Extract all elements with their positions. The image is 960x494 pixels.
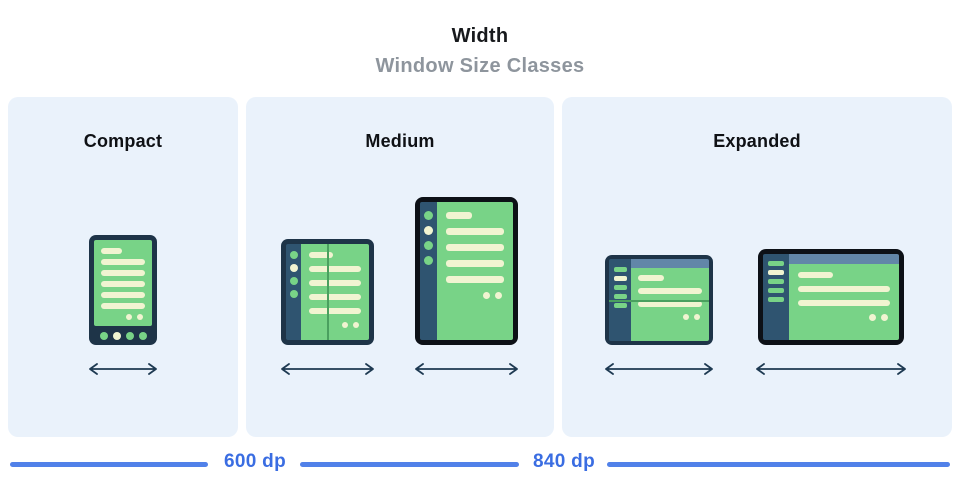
screen-main — [789, 254, 899, 340]
rail-item — [768, 288, 784, 293]
tablet-illustration — [415, 197, 518, 345]
width-arrow-icon — [415, 363, 518, 375]
rail-item — [768, 279, 784, 284]
rail-item — [768, 297, 784, 302]
content-line — [446, 260, 504, 267]
foldable-nav-rail — [286, 244, 301, 340]
panel-expanded-label: Expanded — [713, 131, 801, 151]
rail-item — [613, 303, 627, 308]
content-dot — [342, 322, 348, 328]
width-arrow-icon — [89, 363, 157, 375]
content-line — [101, 292, 145, 298]
content-line — [446, 276, 504, 283]
panel-expanded: Expanded — [562, 97, 952, 437]
tablet-screen — [437, 202, 513, 340]
content-line — [309, 280, 361, 286]
screen-main — [631, 259, 709, 341]
diagram-title: Width — [451, 25, 509, 47]
width-arrow-icon — [756, 363, 906, 375]
content-line — [798, 300, 890, 306]
tablet-landscape-illustration — [758, 249, 904, 345]
diagram-header: Width Window Size Classes — [0, 25, 960, 78]
axis-line-segment — [10, 462, 208, 467]
content-dots — [798, 314, 890, 321]
content-line — [309, 294, 361, 300]
breakpoint-600dp-label: 600 dp — [224, 451, 286, 472]
content-dot — [126, 314, 132, 320]
nav-dot — [125, 331, 134, 340]
panel-compact: Compact — [8, 97, 238, 437]
rail-dot — [424, 211, 433, 220]
rail-item — [613, 294, 627, 299]
diagram-subtitle: Window Size Classes — [375, 55, 585, 77]
content-line — [101, 303, 145, 309]
content-line — [638, 288, 702, 294]
phone-screen — [94, 240, 152, 326]
content-dot — [881, 314, 888, 321]
axis-line-segment — [300, 462, 519, 467]
rail-item — [613, 267, 627, 272]
content-line — [798, 272, 833, 278]
content-dot — [495, 292, 502, 299]
content-line — [446, 244, 504, 251]
app-topbar — [631, 259, 709, 268]
nav-dot — [99, 331, 108, 340]
content-line — [446, 228, 504, 235]
rail-item-active — [768, 270, 784, 275]
content-line — [798, 286, 890, 292]
panel-medium-label: Medium — [365, 131, 435, 151]
content-line — [638, 301, 702, 307]
content-line — [101, 248, 123, 254]
fold-seam — [609, 300, 709, 302]
content-line — [638, 275, 664, 281]
content-line — [446, 212, 473, 219]
tablet-nav-rail — [420, 202, 437, 340]
content-line — [309, 266, 361, 272]
content-line — [101, 281, 145, 287]
app-topbar — [789, 254, 899, 264]
width-arrow-icon — [605, 363, 713, 375]
content-dots — [101, 314, 145, 320]
screen-content — [789, 264, 899, 340]
content-dot — [137, 314, 143, 320]
rail-dot — [289, 290, 298, 298]
content-dot — [483, 292, 490, 299]
nav-dot — [138, 331, 147, 340]
rail-dot — [424, 256, 433, 265]
content-dot — [869, 314, 876, 321]
rail-item — [613, 285, 627, 290]
rail-dot — [289, 251, 298, 259]
rail-dot — [289, 277, 298, 285]
phone-illustration — [89, 235, 157, 345]
foldable-screen — [301, 244, 369, 340]
content-dots — [638, 314, 702, 320]
breakpoint-840dp-label: 840 dp — [533, 451, 595, 472]
rail-dot — [424, 241, 433, 250]
content-line — [309, 252, 333, 258]
width-arrow-icon — [281, 363, 374, 375]
phone-navbar — [94, 326, 152, 345]
content-line — [101, 270, 145, 276]
nav-rail — [763, 254, 789, 340]
content-dot — [683, 314, 689, 320]
panel-compact-label: Compact — [83, 131, 163, 151]
axis-line-segment — [607, 462, 950, 467]
fold-seam — [327, 244, 329, 340]
rail-dot-active — [424, 226, 433, 235]
rail-item — [768, 261, 784, 266]
content-line — [309, 308, 361, 314]
panel-medium: Medium — [246, 97, 554, 437]
nav-dot-active — [112, 331, 121, 340]
content-dots — [446, 292, 504, 299]
content-dots — [309, 322, 361, 328]
content-dot — [694, 314, 700, 320]
rail-dot-active — [289, 264, 298, 272]
rail-item-active — [613, 276, 627, 281]
screen-content — [631, 268, 709, 341]
content-line — [101, 259, 145, 265]
foldable-illustration — [281, 239, 374, 345]
content-dot — [353, 322, 359, 328]
foldable-landscape-illustration — [605, 255, 713, 345]
